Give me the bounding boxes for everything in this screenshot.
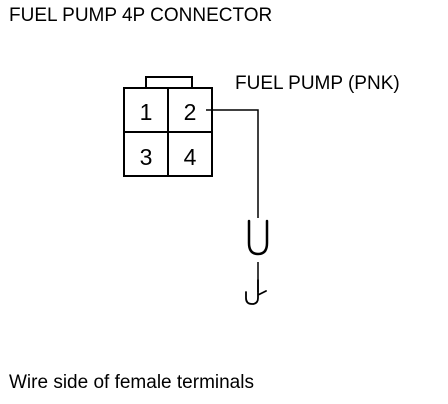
probe-u-icon — [247, 219, 269, 256]
pin-1-label: 1 — [140, 99, 153, 125]
pin-3-label: 3 — [140, 144, 153, 170]
wire-label-fuel-pump: FUEL PUMP (PNK) — [235, 73, 400, 94]
fuel-pump-wire — [206, 109, 259, 218]
connector-lock-tab — [145, 76, 193, 88]
diagram-caption: Wire side of female terminals — [9, 372, 254, 393]
diagram-title: FUEL PUMP 4P CONNECTOR — [9, 5, 273, 26]
ground-hook-icon — [245, 279, 267, 305]
pin-2-label: 2 — [184, 99, 197, 125]
pin-4-label: 4 — [184, 144, 197, 170]
